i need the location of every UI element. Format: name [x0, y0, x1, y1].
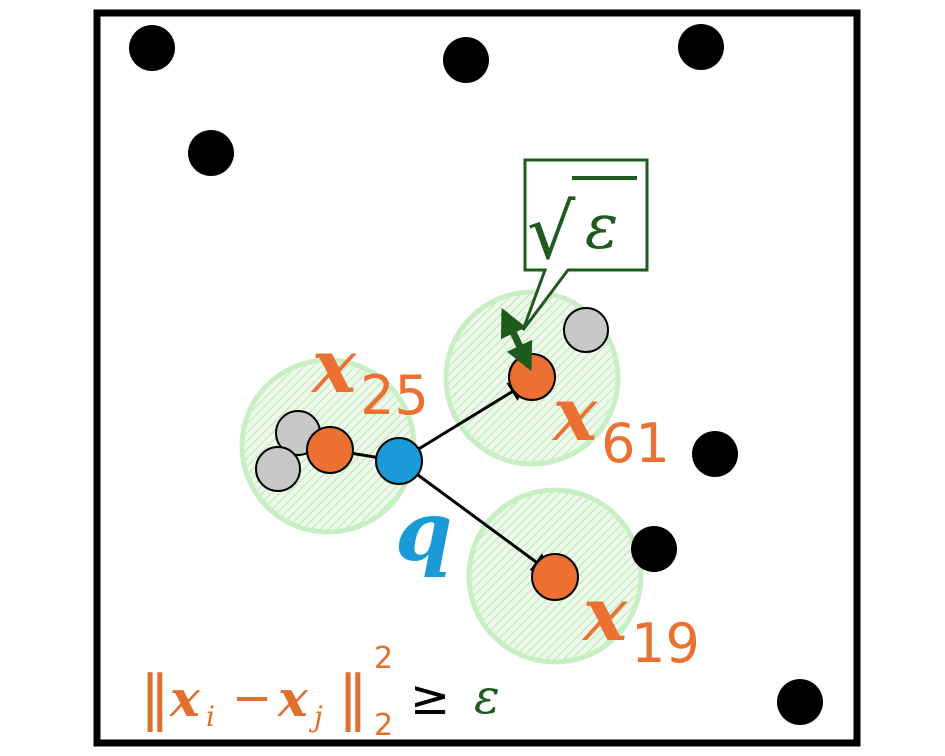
arrow-q-to-x19	[398, 459, 553, 575]
formula-i: i	[206, 700, 215, 733]
label-x25: x25	[310, 324, 429, 427]
formula-minus: −	[232, 670, 272, 726]
formula-sub2: 2	[374, 708, 393, 743]
label-x61-sub: 61	[601, 412, 670, 475]
formula-close-norm: ‖	[338, 663, 368, 733]
data-point	[631, 526, 677, 572]
neighbor-point-x25	[306, 426, 354, 474]
data-point	[678, 24, 724, 70]
sqrt-epsilon-callout	[521, 158, 649, 331]
radius-arrow	[500, 307, 533, 372]
data-point	[777, 679, 823, 725]
label-x25-sub: 25	[360, 364, 429, 427]
data-point	[443, 37, 489, 83]
label-x61: x61	[551, 372, 670, 475]
label-x19-sub: 19	[631, 612, 700, 675]
label-x25-base: x	[310, 324, 357, 410]
sqrt-epsilon-symbol: ε	[585, 190, 618, 263]
label-x61-base: x	[551, 372, 598, 458]
label-query: q	[395, 484, 452, 580]
formula-xi: x	[169, 669, 201, 728]
formula-sup2: 2	[374, 641, 393, 676]
query-point	[375, 437, 423, 485]
neighbor-point-x19	[531, 553, 579, 601]
label-x19: x19	[581, 572, 700, 675]
neighbor-point-x61	[508, 353, 556, 401]
data-point	[129, 25, 175, 71]
formula-epsilon: ε	[474, 669, 500, 725]
label-x19-base: x	[581, 572, 628, 658]
sqrt-radical: √	[527, 187, 576, 276]
formula-xj: x	[277, 669, 309, 728]
near-duplicate-point	[563, 307, 609, 353]
near-duplicate-point	[255, 446, 301, 492]
data-point	[692, 431, 738, 477]
formula-open-norm: ‖	[140, 663, 170, 733]
arrow-q-to-x61	[398, 380, 530, 463]
data-point	[188, 130, 234, 176]
formula-geq: ≥	[410, 670, 450, 726]
distance-formula: ‖ x i − x j ‖ 2 2	[140, 641, 393, 743]
